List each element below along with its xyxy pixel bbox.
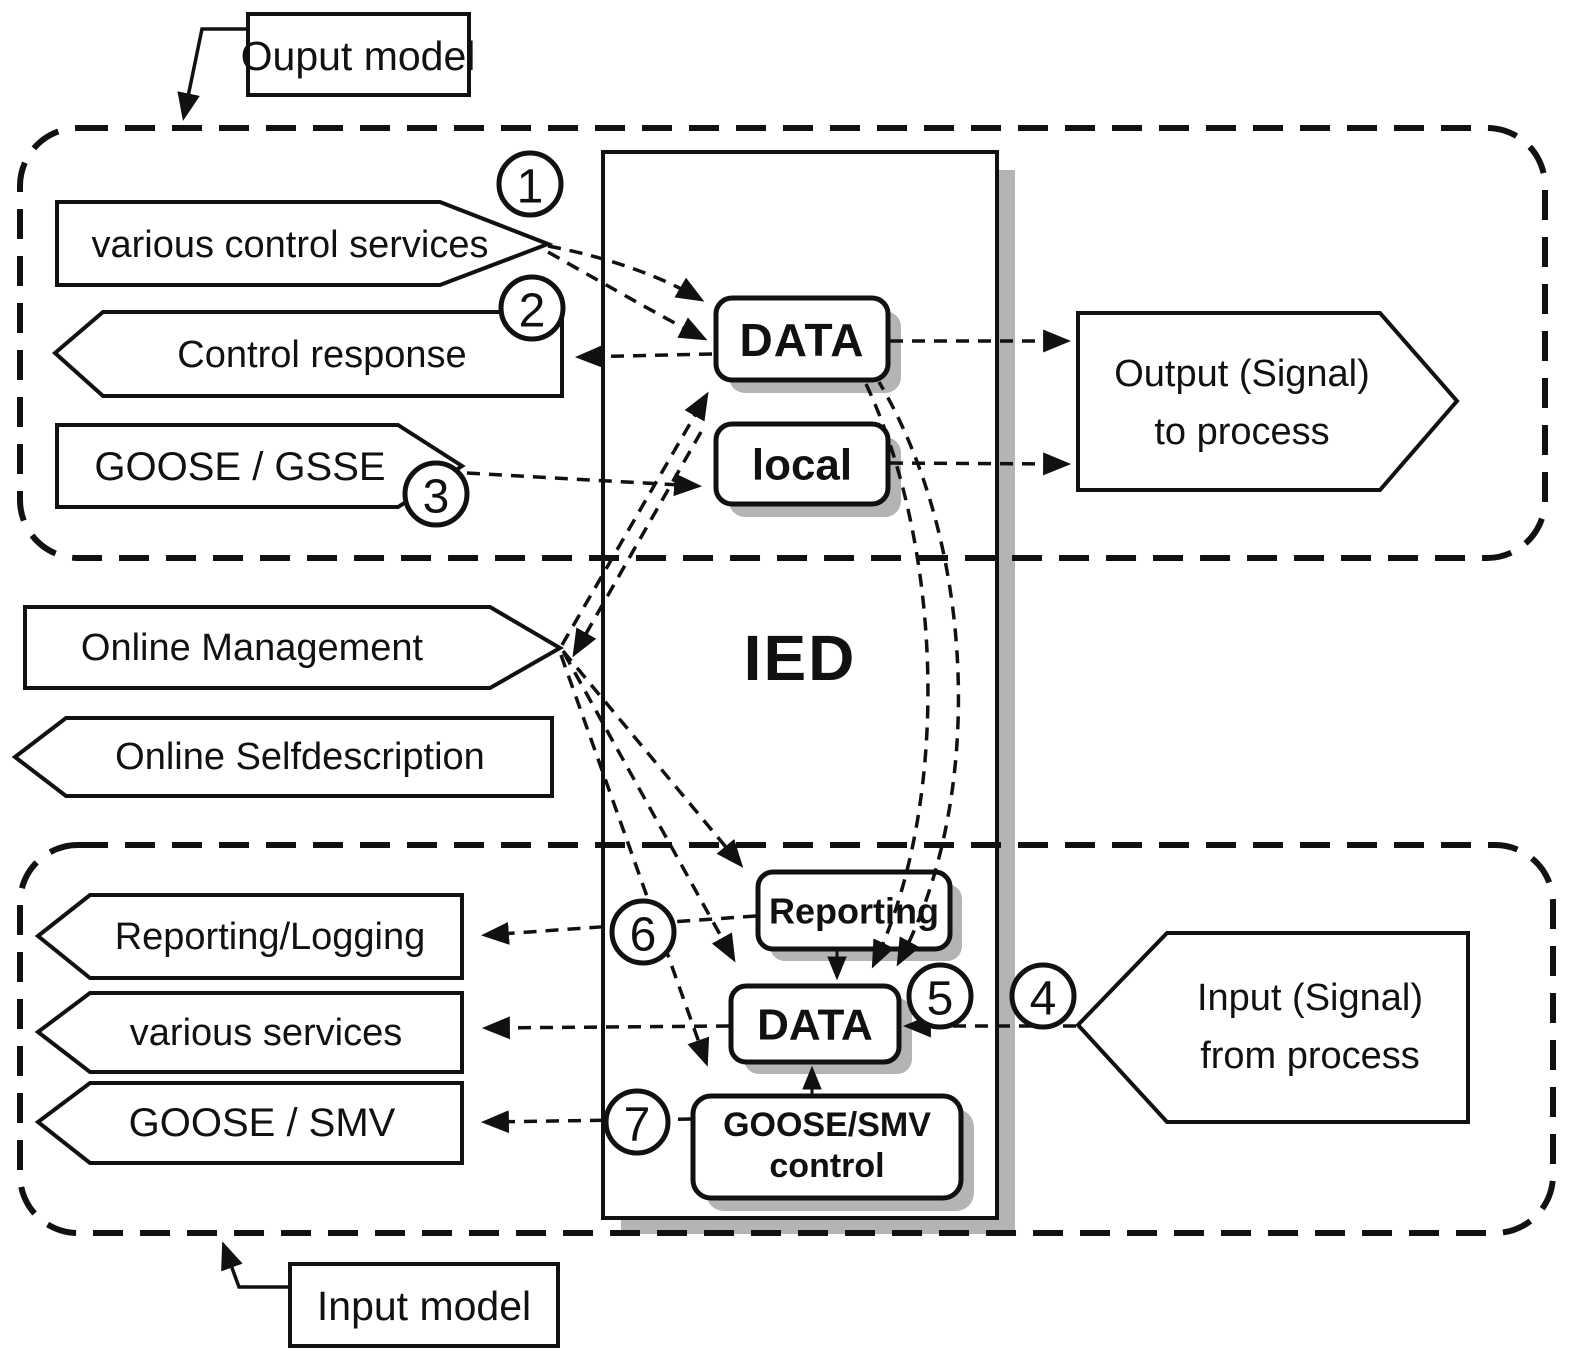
banner-goose-gsse: GOOSE / GSSE: [55, 423, 466, 509]
step-marker-6: 6: [609, 898, 677, 966]
various-control-services-label: various control services: [91, 224, 488, 266]
output-signal-label-line1: Output (Signal): [1114, 353, 1370, 395]
input-model-label-group: Input model: [221, 1241, 560, 1348]
step-marker-5-circle: [906, 962, 974, 1030]
various-control-services-shape: [55, 200, 554, 287]
input-model-region: [17, 842, 1556, 1236]
flow-data-to-various-services: [481, 1016, 730, 1040]
step-marker-4-circle: [1009, 962, 1077, 1030]
step-marker-5-number: 5: [927, 973, 954, 1026]
step-marker-3-circle: [402, 460, 470, 528]
reporting-label: Reporting: [769, 891, 939, 932]
step-marker-2: 2: [498, 274, 566, 342]
step-marker-5: 5: [906, 962, 974, 1030]
data-bottom-block: [728, 983, 902, 1065]
goose-gsse-label: GOOSE / GSSE: [94, 445, 385, 489]
online-selfdescription-label: Online Selfdescription: [115, 736, 485, 778]
flow-control-services-to-data-2: [547, 250, 708, 341]
goose-smv-control-label-line2: control: [769, 1147, 884, 1185]
banner-online-selfdescription: Online Selfdescription: [11, 716, 554, 798]
banner-input-signal: Input (Signal) from process: [1075, 931, 1470, 1124]
online-selfdescription-shape: [11, 716, 554, 798]
banner-various-services: various services: [34, 991, 464, 1074]
data-top-block-group: DATA: [713, 295, 901, 393]
flow-online-mgmt-to-reporting: [561, 649, 744, 868]
goose-smv-shape: [34, 1081, 464, 1165]
step-marker-7-number: 7: [624, 1099, 651, 1152]
data-bottom-label: DATA: [757, 1001, 873, 1050]
flow-data-bottom-to-data-top: [877, 381, 961, 967]
online-management-shape: [23, 605, 564, 690]
ied-title: IED: [744, 622, 857, 694]
flow-goose-gsse-to-local: [466, 471, 703, 497]
reporting-logging-label: Reporting/Logging: [115, 916, 426, 958]
step-marker-4-number: 4: [1030, 973, 1057, 1026]
banner-output-signal: Output (Signal) to process: [1076, 311, 1460, 492]
goose-smv-control-label-line1: GOOSE/SMV: [723, 1106, 931, 1144]
reporting-logging-shape: [34, 893, 464, 980]
banner-various-control-services: various control services: [55, 200, 554, 287]
flow-control-services-to-data: [547, 244, 705, 302]
step-marker-3: 3: [402, 460, 470, 528]
output-model-label: Ouput model: [241, 33, 476, 79]
online-management-label: Online Management: [81, 627, 424, 669]
various-services-label: various services: [130, 1012, 402, 1054]
step-marker-1-number: 1: [517, 161, 544, 214]
input-signal-shape: [1075, 931, 1470, 1124]
local-block-group: local: [713, 421, 901, 517]
control-response-label: Control response: [177, 334, 466, 376]
input-model-leader-arrow: [221, 1241, 290, 1289]
output-signal-shape: [1076, 311, 1460, 492]
local-label: local: [752, 441, 852, 490]
output-signal-label-line2: to process: [1154, 411, 1329, 453]
flow-online-mgmt-to-goose-control: [559, 654, 710, 1067]
input-signal-label-line2: from process: [1200, 1035, 1420, 1077]
step-marker-7: 7: [603, 1088, 671, 1156]
flow-data-top-to-data-bottom: [864, 383, 930, 969]
flow-online-mgmt-to-data-bottom: [562, 652, 736, 963]
output-model-label-group: Ouput model: [177, 12, 476, 121]
flow-data-to-control-response: [574, 345, 713, 368]
step-marker-7-circle: [603, 1088, 671, 1156]
local-block: [713, 421, 891, 507]
output-model-label-box: [246, 12, 471, 97]
step-marker-6-number: 6: [630, 909, 657, 962]
banner-goose-smv: GOOSE / SMV: [34, 1081, 464, 1165]
data-top-label: DATA: [740, 314, 865, 366]
step-marker-1-circle: [496, 150, 564, 218]
goose-smv-control-block: [690, 1093, 964, 1201]
step-marker-2-number: 2: [519, 285, 546, 338]
input-model-label: Input model: [317, 1283, 531, 1329]
step-marker-2-circle: [498, 274, 566, 342]
banner-reporting-logging: Reporting/Logging: [34, 893, 464, 980]
input-signal-label-line1: Input (Signal): [1197, 977, 1423, 1019]
reporting-block-group: Reporting: [755, 869, 962, 961]
output-model-region: [17, 125, 1548, 561]
data-bottom-block-group: DATA: [728, 983, 912, 1074]
input-model-label-box: [288, 1262, 560, 1348]
step-marker-6-circle: [609, 898, 677, 966]
data-top-block: [713, 295, 891, 383]
goose-smv-control-block-group: GOOSE/SMV control: [690, 1093, 974, 1211]
banner-control-response: Control response: [51, 310, 564, 398]
step-marker-1: 1: [496, 150, 564, 218]
banner-online-management: Online Management: [23, 605, 564, 690]
various-services-shape: [34, 991, 464, 1074]
output-model-leader-arrow: [177, 27, 248, 121]
step-marker-3-number: 3: [423, 471, 450, 524]
goose-smv-label: GOOSE / SMV: [129, 1101, 396, 1145]
flow-online-mgmt-to-data-top: [560, 391, 709, 646]
step-marker-4: 4: [1009, 962, 1077, 1030]
control-response-shape: [51, 310, 564, 398]
